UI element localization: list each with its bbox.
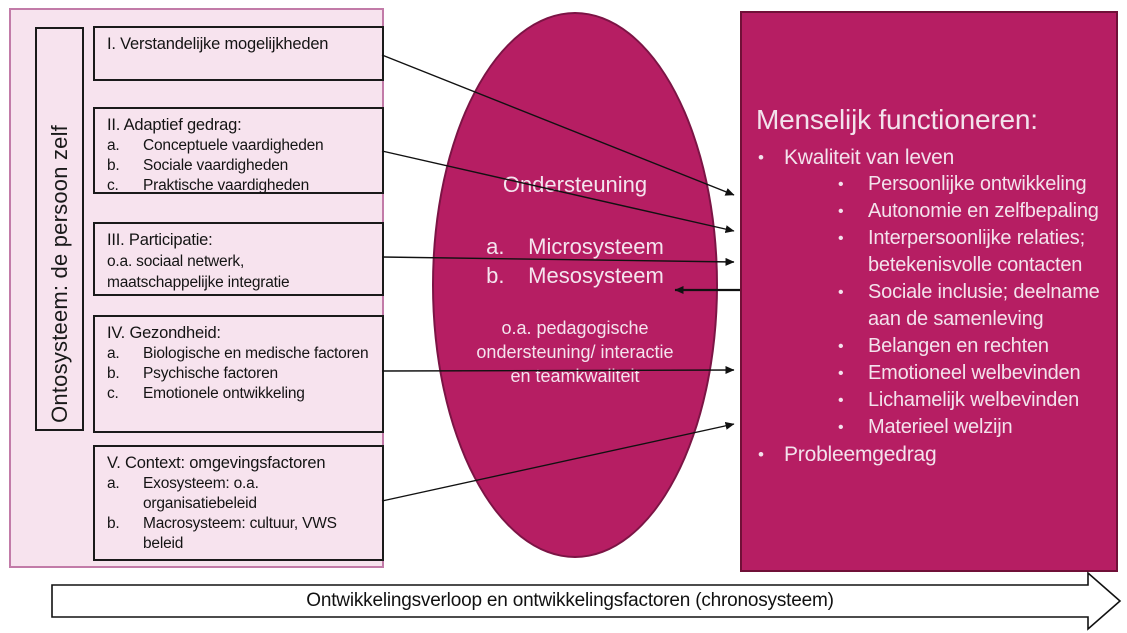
list-item: a. Microsysteem xyxy=(486,232,664,261)
list-text: Praktische vaardigheden xyxy=(143,177,310,194)
bullet-text: Belangen en rechten xyxy=(868,335,1049,357)
box-title: IV. Gezondheid: xyxy=(107,324,221,342)
bullet-icon: • xyxy=(838,203,844,220)
box-adaptief-gedrag: II. Adaptief gedrag: a. Conceptuele vaar… xyxy=(93,107,384,194)
list-marker: c. xyxy=(107,177,119,194)
box-verstandelijke-mogelijkheden: I. Verstandelijke mogelijkheden xyxy=(93,26,384,81)
box-note-line: o.a. sociaal netwerk, xyxy=(107,253,245,270)
bullet-icon: • xyxy=(758,148,764,167)
list-text: Emotionele ontwikkeling xyxy=(143,385,305,402)
ellipse-title: Ondersteuning xyxy=(502,172,648,197)
list-item: c. Praktische vaardigheden xyxy=(107,176,372,196)
bullet-text: Kwaliteit van leven xyxy=(784,146,955,169)
bullet-item: • Interpersoonlijke relaties; betekenisv… xyxy=(756,225,1108,279)
bullet-text: Sociale inclusie; deelname aan de samenl… xyxy=(868,281,1100,330)
bullet-item: • Sociale inclusie; deelname aan de same… xyxy=(756,279,1108,333)
box-participatie: III. Participatie: o.a. sociaal netwerk,… xyxy=(93,222,384,296)
bullet-item: • Probleemgedrag xyxy=(756,441,1108,468)
list-text: Biologische en medische factoren xyxy=(143,345,369,362)
bullet-item: • Belangen en rechten xyxy=(756,333,1108,360)
bullet-item: • Materieel welzijn xyxy=(756,414,1108,441)
ondersteuning-ellipse: Ondersteuning a. Microsysteem b. Mesosys… xyxy=(432,12,718,558)
list-item: b. Mesosysteem xyxy=(486,261,664,290)
box-title: III. Participatie: xyxy=(107,231,213,249)
list-item: c. Emotionele ontwikkeling xyxy=(107,384,372,404)
list-item: a. Conceptuele vaardigheden xyxy=(107,136,372,156)
list-item: a. Exosysteem: o.a. organisatiebeleid xyxy=(107,474,372,514)
bullet-item: • Autonomie en zelfbepaling xyxy=(756,198,1108,225)
bullet-text: Persoonlijke ontwikkeling xyxy=(868,173,1087,195)
list-marker: b. xyxy=(107,365,120,382)
box-title: II. Adaptief gedrag: xyxy=(107,116,242,134)
list-item: b. Psychische factoren xyxy=(107,364,372,384)
list-marker: a. xyxy=(486,234,505,259)
bullet-item: • Persoonlijke ontwikkeling xyxy=(756,171,1108,198)
bullet-icon: • xyxy=(838,284,844,301)
box-note-line: maatschappelijke integratie xyxy=(107,274,290,291)
list-item: b. Sociale vaardigheden xyxy=(107,156,372,176)
bullet-item: • Emotioneel welbevinden xyxy=(756,360,1108,387)
bullet-icon: • xyxy=(838,365,844,382)
bullet-icon: • xyxy=(758,445,764,464)
list-text: Exosysteem: o.a. organisatiebeleid xyxy=(143,475,259,512)
box-gezondheid: IV. Gezondheid: a. Biologische en medisc… xyxy=(93,315,384,433)
bullet-text: Probleemgedrag xyxy=(784,443,937,466)
bullet-text: Autonomie en zelfbepaling xyxy=(868,200,1099,222)
list-text: Macrosysteem: cultuur, VWS beleid xyxy=(143,515,337,552)
box-context: V. Context: omgevingsfactoren a. Exosyst… xyxy=(93,445,384,561)
list-text: Psychische factoren xyxy=(143,365,278,382)
box-title: I. Verstandelijke mogelijkheden xyxy=(107,35,329,53)
bullet-text: Materieel welzijn xyxy=(868,416,1013,438)
list-marker: a. xyxy=(107,137,120,154)
list-text: Microsysteem xyxy=(528,234,664,259)
list-marker: b. xyxy=(107,515,120,532)
ellipse-list: a. Microsysteem b. Mesosysteem xyxy=(486,232,664,290)
list-marker: b. xyxy=(107,157,120,174)
ontosystem-panel: Ontosysteem: de persoon zelf I. Verstand… xyxy=(9,8,384,568)
list-item: a. Biologische en medische factoren xyxy=(107,344,372,364)
list-text: Mesosysteem xyxy=(528,263,664,288)
bullet-icon: • xyxy=(838,392,844,409)
bullet-icon: • xyxy=(838,230,844,247)
panel-title: Menselijk functioneren: xyxy=(756,104,1038,135)
list-marker: c. xyxy=(107,385,119,402)
list-marker: b. xyxy=(486,263,505,288)
list-item: b. Macrosysteem: cultuur, VWS beleid xyxy=(107,514,372,554)
list-marker: a. xyxy=(107,345,120,362)
menselijk-functioneren-panel: Menselijk functioneren: • Kwaliteit van … xyxy=(740,11,1118,572)
ellipse-note: o.a. pedagogische ondersteuning/ interac… xyxy=(476,318,674,386)
bullet-icon: • xyxy=(838,176,844,193)
bullet-text: Interpersoonlijke relaties; betekenisvol… xyxy=(868,227,1085,276)
bullet-icon: • xyxy=(838,419,844,436)
box-title: V. Context: omgevingsfactoren xyxy=(107,454,326,472)
list-marker: a. xyxy=(107,475,120,492)
ontosystem-vertical-label: Ontosysteem: de persoon zelf xyxy=(46,125,72,423)
bullet-item: • Kwaliteit van leven xyxy=(756,144,1108,171)
bullet-item: • Lichamelijk welbevinden xyxy=(756,387,1108,414)
bullet-icon: • xyxy=(838,338,844,355)
bullet-text: Emotioneel welbevinden xyxy=(868,362,1081,384)
chronosystem-label: Ontwikkelingsverloop en ontwikkelingsfac… xyxy=(306,590,834,611)
ontosystem-vertical-label-box: Ontosysteem: de persoon zelf xyxy=(35,27,84,431)
list-text: Sociale vaardigheden xyxy=(143,157,289,174)
list-text: Conceptuele vaardigheden xyxy=(143,137,324,154)
bullet-text: Lichamelijk welbevinden xyxy=(868,389,1080,411)
